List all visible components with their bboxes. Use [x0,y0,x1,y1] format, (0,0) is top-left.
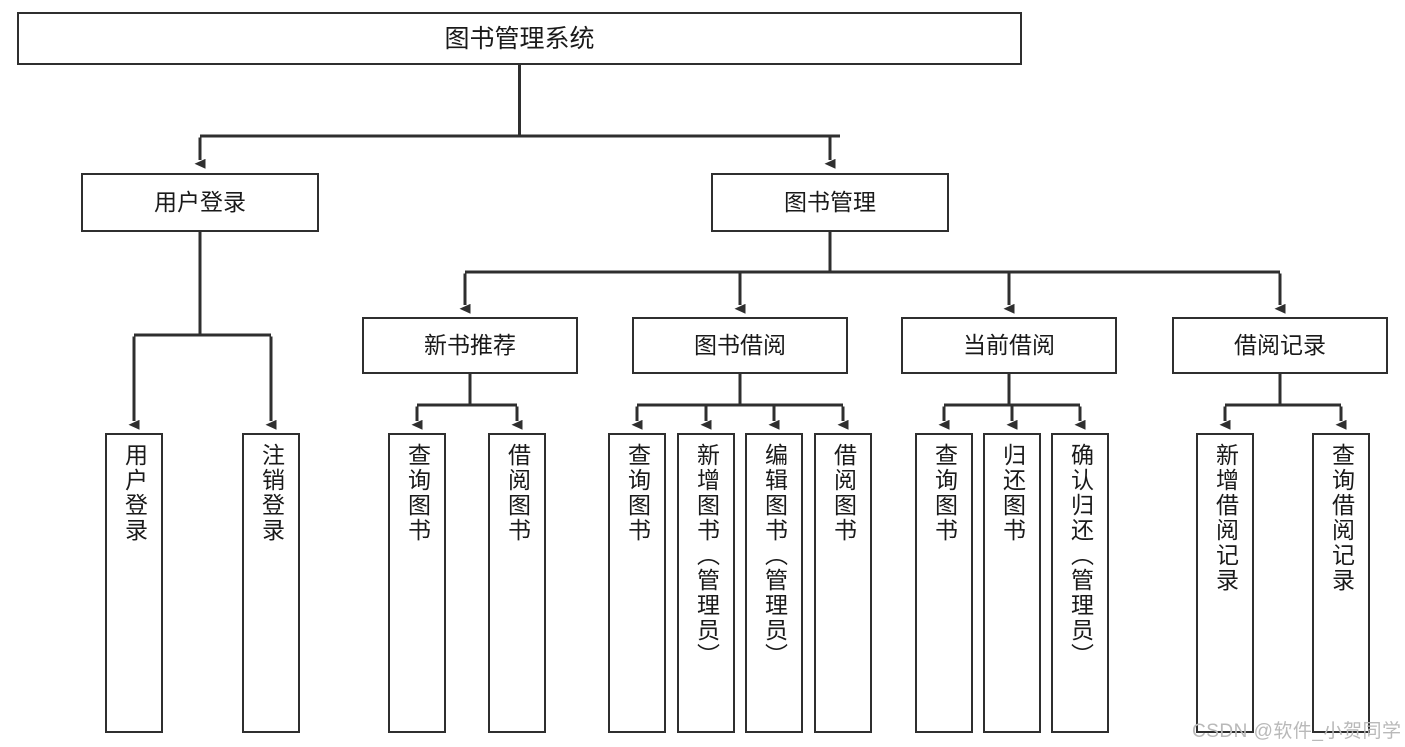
node-book-manage-label: 图书管理 [784,188,876,215]
node-current-borrow[interactable]: 当前借阅 [901,317,1117,374]
node-leaf-confirm-return[interactable]: 确认归还（管理员） [1051,433,1109,733]
node-user-login-label: 用户登录 [154,188,246,215]
node-leaf-query-record[interactable]: 查询借阅记录 [1312,433,1370,733]
node-root-label: 图书管理系统 [444,24,595,53]
node-leaf-query-book-1[interactable]: 查询图书 [388,433,446,733]
node-leaf-return-book[interactable]: 归还图书 [983,433,1041,733]
node-leaf-borrow-book-2-label: 借阅图书 [830,443,857,543]
node-leaf-query-book-1-label: 查询图书 [404,443,431,543]
node-book-borrow[interactable]: 图书借阅 [632,317,848,374]
node-leaf-edit-book-label: 编辑图书（管理员） [761,443,788,668]
node-leaf-borrow-book-2[interactable]: 借阅图书 [814,433,872,733]
node-leaf-user-logout-label: 注销登录 [258,443,285,543]
node-new-book-recommend[interactable]: 新书推荐 [362,317,578,374]
node-leaf-add-book-label: 新增图书（管理员） [693,443,720,668]
node-leaf-user-login-label: 用户登录 [121,443,148,543]
node-leaf-edit-book[interactable]: 编辑图书（管理员） [745,433,803,733]
node-current-borrow-label: 当前借阅 [963,331,1055,358]
node-leaf-add-record[interactable]: 新增借阅记录 [1196,433,1254,733]
node-leaf-user-login[interactable]: 用户登录 [105,433,163,733]
node-borrow-record-label: 借阅记录 [1234,331,1326,358]
node-leaf-user-logout[interactable]: 注销登录 [242,433,300,733]
node-leaf-query-book-2[interactable]: 查询图书 [608,433,666,733]
node-leaf-query-record-label: 查询借阅记录 [1328,443,1355,593]
node-leaf-query-book-2-label: 查询图书 [624,443,651,543]
node-leaf-confirm-return-label: 确认归还（管理员） [1067,443,1094,668]
node-user-login[interactable]: 用户登录 [81,173,319,232]
node-root[interactable]: 图书管理系统 [17,12,1022,65]
node-book-borrow-label: 图书借阅 [694,331,786,358]
node-leaf-return-book-label: 归还图书 [999,443,1026,543]
node-leaf-query-book-3-label: 查询图书 [931,443,958,543]
csdn-watermark: CSDN @软件_小贺同学 [1192,721,1402,742]
node-leaf-add-book[interactable]: 新增图书（管理员） [677,433,735,733]
node-leaf-add-record-label: 新增借阅记录 [1212,443,1239,593]
node-leaf-query-book-3[interactable]: 查询图书 [915,433,973,733]
node-borrow-record[interactable]: 借阅记录 [1172,317,1388,374]
node-new-book-recommend-label: 新书推荐 [424,331,516,358]
node-leaf-borrow-book-1[interactable]: 借阅图书 [488,433,546,733]
node-book-manage[interactable]: 图书管理 [711,173,949,232]
node-leaf-borrow-book-1-label: 借阅图书 [504,443,531,543]
